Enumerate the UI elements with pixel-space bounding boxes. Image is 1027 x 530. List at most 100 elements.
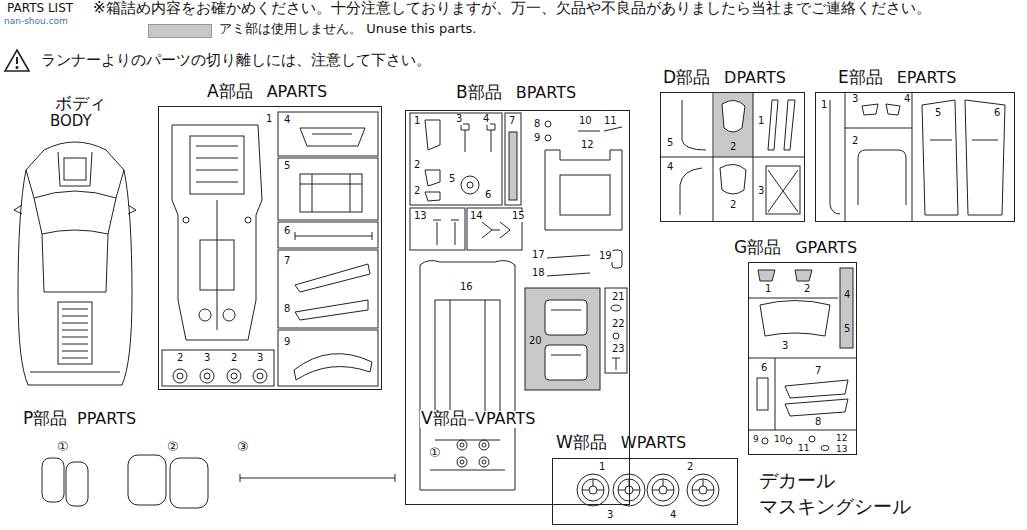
callout-number: 8 (533, 119, 541, 130)
sprue-frame: A部品APARTS (158, 106, 382, 390)
sprue-heading-row: E部品 EPARTS (838, 68, 970, 87)
callout-number: 6 (283, 226, 291, 237)
sprue-heading: PPARTS (76, 411, 137, 428)
callout-number: ① (56, 440, 70, 454)
callout-number: 18 (531, 268, 546, 279)
callout-number: 3 (606, 510, 614, 521)
callout-number: 5 (448, 174, 456, 185)
watermark: nan-shou.com (3, 17, 69, 26)
part-name: マスキングシール (758, 497, 912, 517)
callout-number: 2 (686, 462, 694, 473)
title-text: PARTS LIST (6, 2, 74, 15)
sprue-frame: W部品WPARTS (552, 458, 738, 525)
callout-number: 13 (835, 445, 848, 454)
callout-number: 20 (528, 336, 543, 347)
callout-number: 6 (760, 363, 768, 374)
callout-number: 4 (843, 290, 851, 301)
legend-swatch (148, 24, 212, 38)
sprue-heading-row: W部品 WPARTS (556, 433, 700, 452)
sprue-frame: E部品EPARTS (815, 92, 1015, 222)
callout-number: 2 (851, 136, 859, 147)
callout-number: 6 (484, 190, 492, 201)
note-text: ※箱詰め内容をお確かめください。十分注意しておりますが、万一、欠品や不良品があり… (92, 1, 932, 17)
callout-number: 7 (814, 366, 822, 377)
callout-number: 1 (820, 100, 828, 111)
sprue-heading: EPARTS (897, 69, 957, 87)
callout-number: 5 (666, 138, 674, 149)
callout-number: 4 (903, 94, 911, 105)
callout-number: 5 (283, 161, 291, 172)
legend-text: アミ部は使用しません。 Unuse this parts. (218, 22, 477, 36)
sprue-heading: P部品 (22, 410, 68, 428)
callout-number: 4 (669, 510, 677, 521)
callout-number: 7 (283, 256, 291, 267)
part-name: BODY (49, 114, 93, 130)
callout-number: ① (428, 446, 442, 460)
callout-number: 9 (752, 435, 760, 444)
part-name: デカール (758, 471, 836, 491)
callout-number: 13 (413, 211, 428, 222)
callout-number: 21 (611, 292, 626, 303)
sprue-heading-row: D部品DPARTS (663, 68, 800, 87)
callout-number: 22 (611, 319, 626, 330)
callout-number: ② (166, 440, 180, 454)
callout-number: 3 (455, 114, 463, 125)
callout-number: 2 (729, 142, 737, 153)
callout-number: 23 (611, 344, 626, 355)
callout-number: 9 (283, 337, 291, 348)
callout-number: 11 (797, 444, 810, 453)
callout-number: 9 (533, 133, 541, 144)
callout-number: 15 (511, 211, 526, 222)
warning-text: ランナーよりのパーツの切り離しには、注意して下さい。 (40, 53, 432, 69)
callout-number: 1 (764, 284, 772, 295)
sprue-heading: W部品 (556, 433, 607, 452)
callout-number: 1 (757, 116, 765, 127)
callout-number: 16 (459, 282, 474, 293)
sprue-heading: GPARTS (795, 239, 857, 257)
callout-number: 4 (482, 114, 490, 125)
callout-number: 4 (283, 115, 291, 126)
sprue-heading: DPARTS (724, 69, 786, 87)
callout-number: 11 (603, 116, 618, 127)
callout-number: 14 (469, 211, 484, 222)
callout-number: 2 (176, 353, 184, 364)
callout-number: 19 (598, 251, 613, 262)
sprue-heading: B部品 (456, 83, 502, 102)
sprue-heading: WPARTS (621, 434, 686, 452)
callout-number: 2 (803, 284, 811, 295)
callout-number: 3 (781, 341, 789, 352)
sprue-heading: G部品 (734, 238, 781, 257)
sprue-heading-row: A部品 APARTS (207, 82, 341, 101)
part-name: ボディ (54, 95, 107, 113)
callout-number: 2 (729, 200, 737, 211)
callout-number: 10 (578, 116, 593, 127)
callout-number: 8 (283, 304, 291, 315)
sprue-heading: V部品 (420, 410, 468, 428)
callout-number: 12 (580, 140, 595, 151)
callout-number: 4 (666, 162, 674, 173)
callout-number: 3 (256, 353, 264, 364)
callout-number: 12 (835, 434, 848, 443)
callout-number: 3 (851, 94, 859, 105)
sprue-heading: VPARTS (474, 411, 536, 428)
callout-number: 17 (531, 250, 546, 261)
sprue-heading: A部品 (207, 82, 253, 101)
callout-number: 8 (814, 417, 822, 428)
callout-number: 1 (265, 114, 273, 125)
sprue-heading: E部品 (838, 68, 883, 87)
callout-number: 1 (413, 116, 421, 127)
callout-number: 1 (598, 462, 606, 473)
callout-number: 10 (773, 435, 786, 444)
callout-number: 5 (934, 108, 942, 119)
callout-number: 3 (203, 353, 211, 364)
callout-number: 2 (413, 186, 421, 197)
callout-number: 7 (508, 116, 516, 127)
callout-number: 6 (993, 108, 1001, 119)
callout-number: ③ (236, 440, 250, 454)
callout-number: 3 (757, 186, 765, 197)
sprue-heading-row: B部品 BPARTS (456, 83, 590, 102)
sprue-heading: APARTS (267, 83, 327, 101)
sprue-heading: BPARTS (516, 84, 576, 102)
sprue-heading-row: G部品 GPARTS (734, 238, 871, 257)
callout-number: 2 (413, 160, 421, 171)
